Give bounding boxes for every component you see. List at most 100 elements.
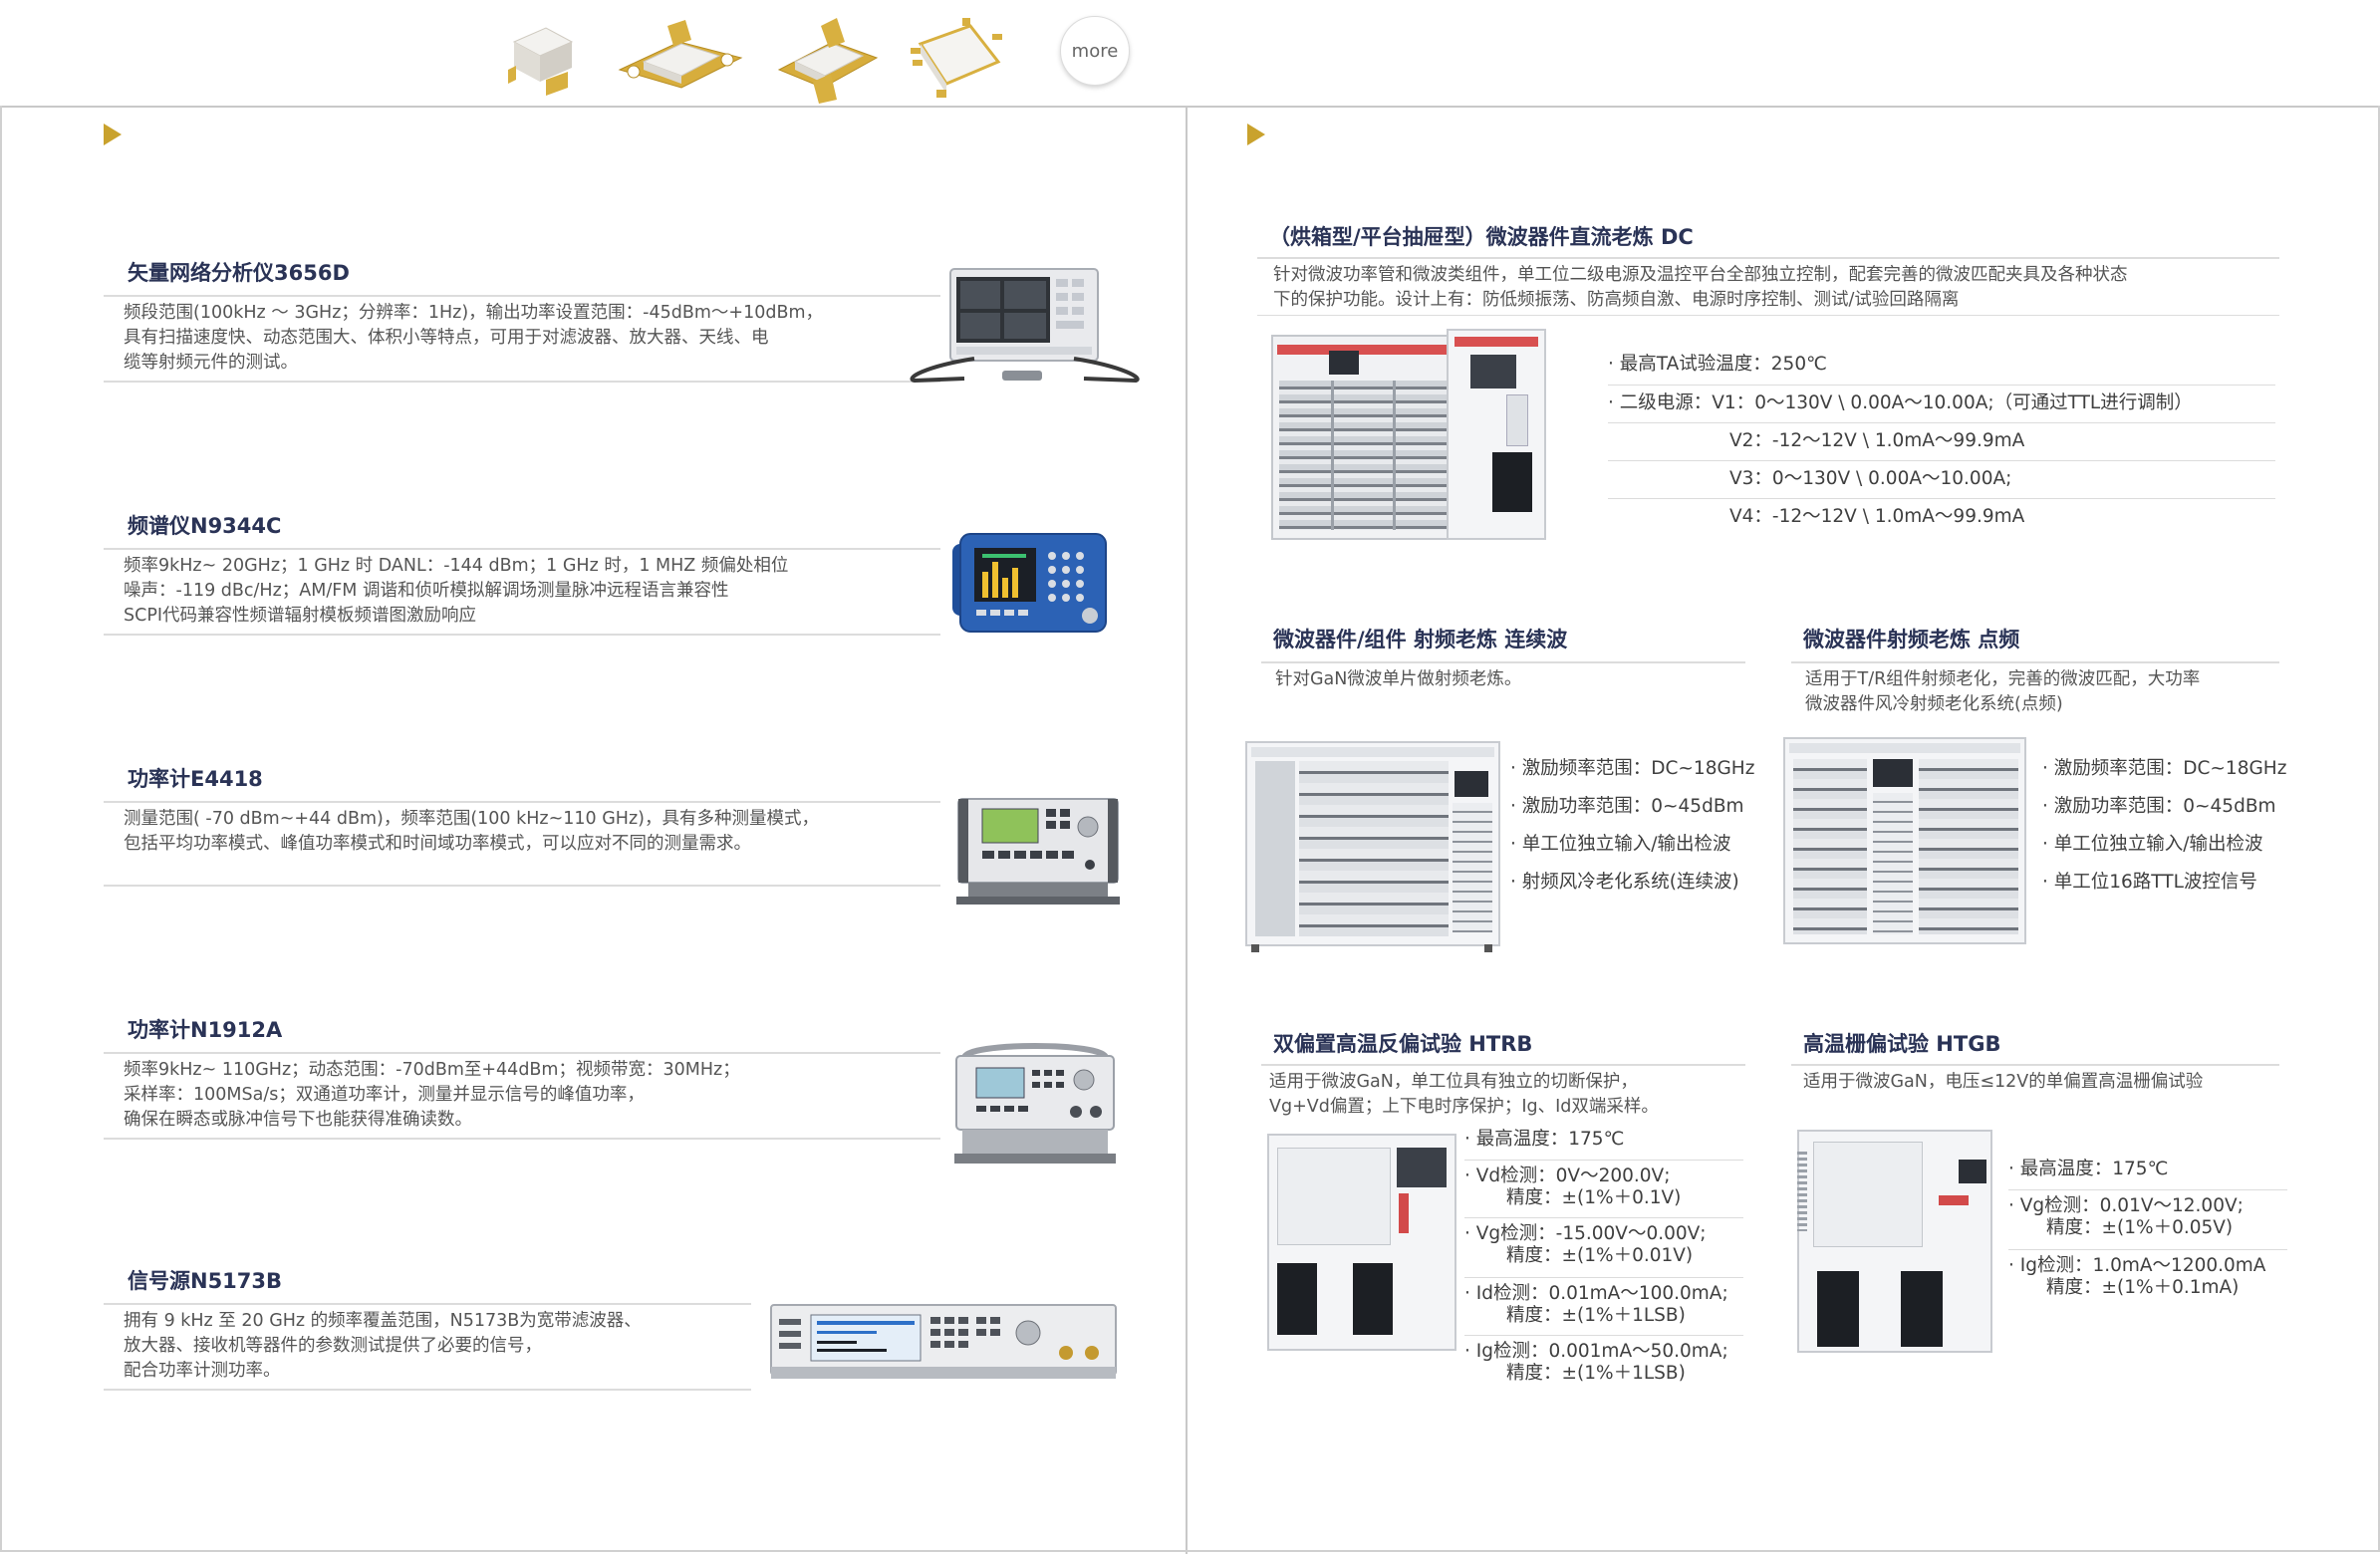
- section-desc-cw: 针对GaN微波单片做射频老炼。: [1275, 667, 1743, 692]
- spec-sub: 精度：±(1%＋1LSB): [1506, 1305, 1686, 1326]
- desc-line: SCPI代码兼容性频谱辐射模板频谱图激励响应: [124, 606, 477, 626]
- dc-burn-in-equipment-image: [1271, 329, 1550, 544]
- desc-line: 微波器件风冷射频老化系统(点频): [1805, 694, 2063, 714]
- spectrum-analyzer-image: [952, 533, 1107, 633]
- desc-line: 噪声：-119 dBc/Hz；AM/FM 调谐和侦听模拟解调场测量脉冲远程语言兼…: [124, 581, 729, 601]
- right-section-marker-icon: [1247, 124, 1265, 145]
- cw-spec-frequency: · 激励频率范围：DC~18GHz: [1510, 758, 1755, 779]
- desc-line: 针对微波功率管和微波类组件，单工位二级电源及温控平台全部独立控制，配套完善的微波…: [1273, 265, 2128, 285]
- divider-line: [1257, 257, 2279, 259]
- spec-main: · Vg检测：0.01V～12.00V;: [2008, 1195, 2244, 1216]
- instrument-desc-n5173b: 拥有 9 kHz 至 20 GHz 的频率覆盖范围，N5173B为宽带滤波器、 …: [124, 1309, 771, 1384]
- section-desc-htrb: 适用于微波GaN，单工位具有独立的切断保护， Vg+Vd偏置；上下电时序保护；I…: [1269, 1070, 1747, 1120]
- cw-spec-system: · 射频风冷老化系统(连续波): [1510, 872, 1739, 893]
- pulse-spec-ttl: · 单工位16路TTL波控信号: [2042, 872, 2257, 893]
- divider-line: [104, 548, 940, 550]
- desc-line: 频率9kHz~ 110GHz；动态范围：-70dBm至+44dBm；视频带宽：3…: [124, 1060, 740, 1080]
- desc-line: 配合功率计测功率。: [124, 1361, 281, 1381]
- divider-line: [104, 1138, 940, 1140]
- instrument-title-vna: 矢量网络分析仪3656D: [128, 261, 350, 285]
- instrument-title-e4418: 功率计E4418: [128, 767, 263, 791]
- section-title-pulse: 微波器件射频老炼 点频: [1803, 628, 2020, 651]
- divider-line: [1791, 1064, 2279, 1066]
- rf-transistor-chip-1-icon: [508, 27, 574, 96]
- divider-line: [104, 801, 940, 803]
- htrb-spec-item: · Vg检测：-15.00V～0.00V; 精度：±(1%＋0.01V): [1464, 1223, 1707, 1267]
- divider-line: [1261, 661, 1745, 663]
- spec-main: · Ig检测：0.001mA～50.0mA;: [1464, 1341, 1728, 1362]
- section-desc-pulse: 适用于T/R组件射频老化，完善的微波匹配，大功率 微波器件风冷射频老化系统(点频…: [1805, 667, 2283, 717]
- dc-spec-v4: V4：-12～12V \ 1.0mA～99.9mA: [1729, 506, 2025, 527]
- left-section-marker-icon: [104, 124, 122, 145]
- divider-line: [104, 1303, 751, 1305]
- spec-main: · 最高温度：175℃: [1464, 1129, 1625, 1150]
- spec-sub: 精度：±(1%＋0.1V): [1506, 1187, 1682, 1208]
- divider-line: [1608, 422, 2275, 423]
- divider-line: [104, 381, 940, 383]
- section-title-htrb: 双偏置高温反偏试验 HTRB: [1273, 1032, 1533, 1056]
- spec-main: · Vg检测：-15.00V～0.00V;: [1464, 1223, 1707, 1244]
- pulse-spec-power: · 激励功率范围：0~45dBm: [2042, 796, 2276, 817]
- signal-generator-image: [770, 1304, 1117, 1379]
- desc-line: 频率9kHz~ 20GHz；1 GHz 时 DANL：-144 dBm；1 GH…: [124, 556, 789, 576]
- divider-line: [104, 634, 940, 636]
- right-border: [2378, 106, 2380, 1552]
- desc-line: 缆等射频元件的测试。: [124, 353, 298, 373]
- divider-line: [1261, 1064, 1745, 1066]
- desc-line: 确保在瞬态或脉冲信号下也能获得准确读数。: [124, 1110, 472, 1130]
- divider-line: [1257, 315, 2279, 316]
- bottom-border: [0, 1550, 2380, 1552]
- htrb-chamber-image: [1267, 1134, 1458, 1355]
- pulse-rf-burn-in-equipment-image: [1783, 733, 2032, 954]
- spec-sub: 精度：±(1%＋1LSB): [1506, 1363, 1686, 1384]
- section-desc-dc: 针对微波功率管和微波类组件，单工位二级电源及温控平台全部独立控制，配套完善的微波…: [1273, 263, 2299, 313]
- instrument-title-n1912a: 功率计N1912A: [128, 1018, 283, 1042]
- htrb-spec-item: · Ig检测：0.001mA～50.0mA; 精度：±(1%＋1LSB): [1464, 1341, 1728, 1385]
- desc-line: 采样率：100MSa/s；双通道功率计，测量并显示信号的峰值功率，: [124, 1085, 645, 1105]
- htrb-spec-item: · 最高温度：175℃: [1464, 1128, 1624, 1152]
- power-meter-e4418-image: [956, 798, 1120, 905]
- spec-main: · 最高温度：175℃: [2008, 1159, 2169, 1179]
- spec-sub: 精度：±(1%＋0.01V): [1506, 1245, 1694, 1266]
- section-title-htgb: 高温栅偏试验 HTGB: [1803, 1032, 2001, 1056]
- pulse-spec-frequency: · 激励频率范围：DC~18GHz: [2042, 758, 2287, 779]
- cw-rf-burn-in-equipment-image: [1245, 737, 1504, 956]
- rf-transistor-chip-2-icon: [618, 20, 743, 89]
- section-desc-htgb: 适用于微波GaN，电压≤12V的单偏置高温栅偏试验: [1803, 1070, 2281, 1095]
- more-button[interactable]: more: [1060, 16, 1130, 86]
- divider-line: [1608, 498, 2275, 499]
- rf-module-chip-4-icon: [911, 18, 1002, 98]
- cw-spec-power: · 激励功率范围：0~45dBm: [1510, 796, 1744, 817]
- spec-sub: 精度：±(1%＋0.1mA): [2046, 1277, 2240, 1298]
- cw-spec-io: · 单工位独立输入/输出检波: [1510, 834, 1731, 855]
- top-product-strip: more: [0, 0, 2380, 106]
- section-title-cw: 微波器件/组件 射频老炼 连续波: [1273, 628, 1568, 651]
- left-border: [0, 106, 2, 1552]
- section-title-dc: （烘箱型/平台抽屉型）微波器件直流老炼 DC: [1269, 225, 1694, 249]
- desc-line: 下的保护功能。设计上有：防低频振荡、防高频自激、电源时序控制、测试/试验回路隔离: [1273, 290, 1960, 310]
- htrb-spec-item: · Id检测：0.01mA～100.0mA; 精度：±(1%＋1LSB): [1464, 1283, 1728, 1327]
- power-meter-n1912a-image: [954, 1043, 1116, 1164]
- desc-line: 拥有 9 kHz 至 20 GHz 的频率覆盖范围，N5173B为宽带滤波器、: [124, 1311, 642, 1331]
- desc-line: 包括平均功率模式、峰值功率模式和时间域功率模式，可以应对不同的测量需求。: [124, 834, 751, 854]
- dc-spec-v3: V3：0～130V \ 0.00A～10.00A;: [1729, 468, 2012, 489]
- spec-main: · Vd检测：0V～200.0V;: [1464, 1166, 1671, 1186]
- divider-line: [1608, 460, 2275, 461]
- desc-line: Vg+Vd偏置；上下电时序保护；Ig、Id双端采样。: [1269, 1097, 1659, 1117]
- htrb-spec-item: · Vd检测：0V～200.0V; 精度：±(1%＋0.1V): [1464, 1166, 1681, 1209]
- instrument-desc-n1912a: 频率9kHz~ 110GHz；动态范围：-70dBm至+44dBm；视频带宽：3…: [124, 1058, 940, 1133]
- vector-network-analyzer-image: [910, 268, 1140, 384]
- dc-spec-v2: V2：-12～12V \ 1.0mA～99.9mA: [1729, 430, 2025, 451]
- instrument-desc-vna: 频段范围(100kHz ～ 3GHz；分辨率：1Hz)，输出功率设置范围：-45…: [124, 301, 940, 376]
- dc-spec-max-temp: · 最高TA试验温度：250℃: [1608, 354, 1827, 375]
- desc-line: 适用于T/R组件射频老化，完善的微波匹配，大功率: [1805, 669, 2201, 689]
- spec-main: · Id检测：0.01mA～100.0mA;: [1464, 1283, 1728, 1304]
- divider-line: [104, 295, 940, 297]
- instrument-title-spectrum: 频谱仪N9344C: [128, 514, 282, 538]
- htgb-spec-item: · Vg检测：0.01V～12.00V; 精度：±(1%＋0.05V): [2008, 1195, 2244, 1239]
- divider-line: [1608, 385, 2275, 386]
- top-divider: [0, 106, 2380, 108]
- divider-line: [104, 1389, 751, 1391]
- instrument-title-n5173b: 信号源N5173B: [128, 1269, 283, 1293]
- divider-line: [104, 1052, 940, 1054]
